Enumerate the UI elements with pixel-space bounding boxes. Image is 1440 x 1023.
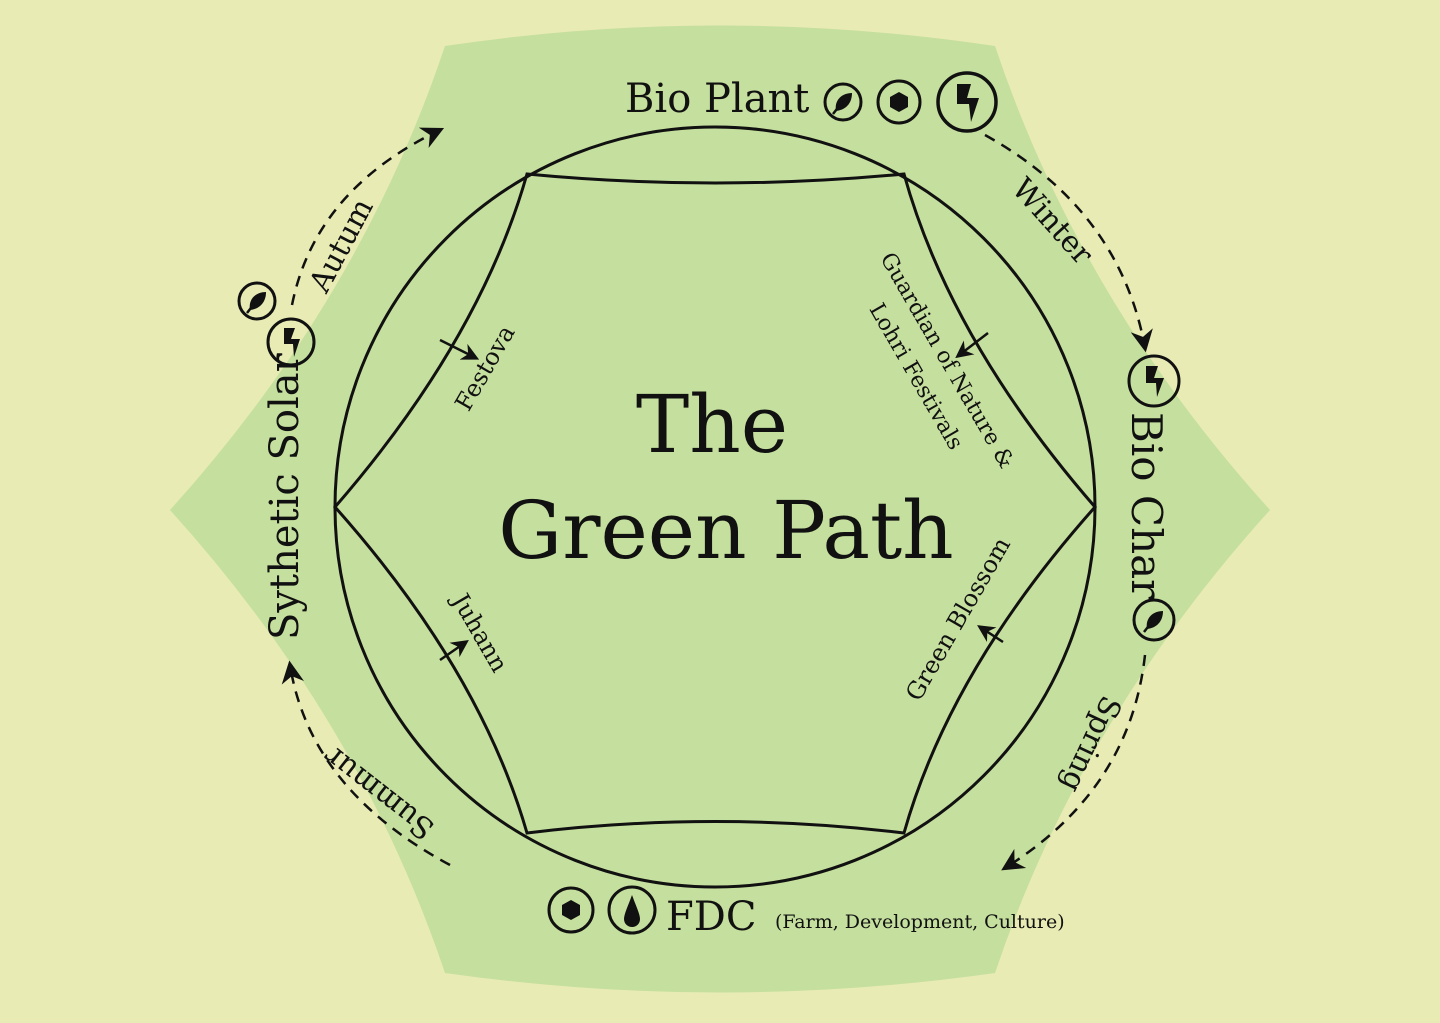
node-synthetic-solar-label: Sythetic Solar	[262, 352, 308, 640]
lightning-icon	[936, 71, 998, 133]
arrow-winter	[984, 133, 1153, 353]
node-fdc-sublabel: (Farm, Development, Culture)	[775, 911, 1065, 933]
title-line-2: Green Path	[498, 484, 953, 577]
pointer-festova	[439, 338, 480, 360]
node-bio-plant-label: Bio Plant	[625, 76, 809, 122]
pointer-guardian	[955, 332, 989, 359]
inner-hexagon	[333, 172, 1097, 835]
leaf-icon	[823, 82, 863, 122]
arrow-autumn	[290, 127, 445, 306]
arrow-summer	[281, 660, 451, 867]
hexagon-icon	[876, 79, 922, 125]
pointer-green-blossom	[977, 625, 1004, 644]
lightning-icon	[1127, 354, 1181, 408]
title-line-1: The	[636, 378, 788, 471]
pointer-juhann	[439, 640, 469, 662]
drop-icon	[607, 885, 657, 935]
outer-hexagon	[170, 25, 1270, 993]
node-bio-char-label: Bio Char	[1122, 412, 1171, 600]
node-fdc-label: FDC	[666, 894, 756, 940]
hexagon-icon	[547, 886, 595, 934]
leaf-icon	[1132, 598, 1176, 642]
leaf-icon	[237, 281, 277, 321]
lightning-icon	[266, 317, 316, 367]
